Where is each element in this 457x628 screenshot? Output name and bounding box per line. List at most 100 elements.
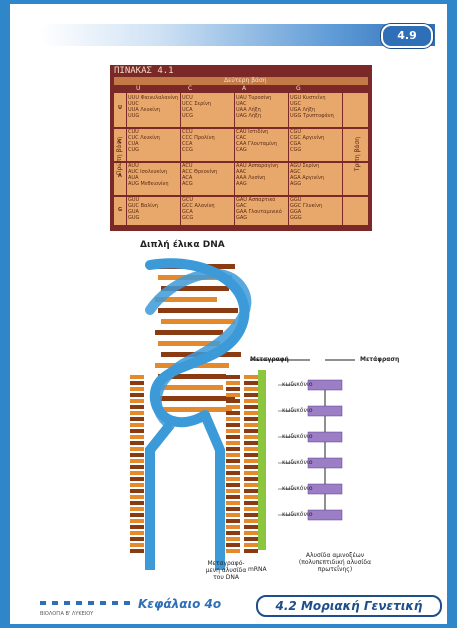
dna-base xyxy=(130,489,144,493)
row-base: A xyxy=(118,173,122,179)
mrna-base xyxy=(244,507,258,511)
helix-label: Διπλή έλικα DNA xyxy=(140,240,225,250)
mrna-base xyxy=(244,429,258,433)
mrna-base xyxy=(244,471,258,475)
dna-base xyxy=(130,453,144,457)
mrna-base xyxy=(244,423,258,427)
dna-base xyxy=(130,477,144,481)
dna-base xyxy=(226,537,240,541)
mrna-strand xyxy=(258,370,266,550)
helix-base-pair xyxy=(161,385,223,390)
mrna-base xyxy=(244,375,258,379)
codon-label: κωδικόνιο xyxy=(282,511,313,518)
helix-base-pair xyxy=(155,330,223,335)
col-header-u: U xyxy=(136,85,141,92)
dna-base xyxy=(130,429,144,433)
dna-base xyxy=(226,453,240,457)
mrna-base xyxy=(244,417,258,421)
amino-acid xyxy=(307,405,343,417)
dna-base xyxy=(130,483,144,487)
codon-cell: GCU GCC Αλανίνη GCA GCG xyxy=(182,197,215,221)
row-base: G xyxy=(118,207,123,213)
mrna-base xyxy=(244,501,258,505)
dna-base xyxy=(226,471,240,475)
mrna-label: mRNA xyxy=(248,566,267,573)
footer-dots xyxy=(40,601,130,605)
row-base: U xyxy=(118,105,123,111)
dna-base xyxy=(130,525,144,529)
col-header-g: G xyxy=(296,85,301,92)
codon-cell: CAU Ιστιδίνη CAC CAA Γλουταμίνη CAG xyxy=(236,129,277,153)
mrna-base xyxy=(244,531,258,535)
double-helix xyxy=(145,258,252,430)
mrna-base xyxy=(244,453,258,457)
codon-cell: UUU Φαινυλαλανίνη UUC UUA Λευκίνη UUG xyxy=(128,95,179,119)
mrna-base xyxy=(244,399,258,403)
dna-diagram xyxy=(130,258,355,570)
dna-base xyxy=(226,519,240,523)
dna-base xyxy=(226,429,240,433)
codon-cell: AAU Ασπαραγίνη AAC AAA Λυσίνη AAG xyxy=(236,163,279,187)
dna-base xyxy=(226,531,240,535)
dna-base xyxy=(130,399,144,403)
mrna-base xyxy=(244,495,258,499)
dna-base xyxy=(226,465,240,469)
mrna-base xyxy=(244,465,258,469)
codon-label: κωδικόνιο xyxy=(282,381,313,388)
helix-base-pair xyxy=(158,407,232,412)
side-right-label: Τρίτη βάση xyxy=(354,137,361,172)
table-body: Δεύτερη βάση U C A G Πρώτη βάση Τρίτη βά… xyxy=(114,77,368,225)
dna-base xyxy=(226,405,240,409)
codon-label: κωδικόνιο xyxy=(282,459,313,466)
helix-base-pair xyxy=(158,374,226,379)
mrna-base xyxy=(244,483,258,487)
dna-base xyxy=(130,411,144,415)
dna-base xyxy=(226,477,240,481)
codon-cell: AUU AUC Ισολευκίνη AUA AUG Μεθειονίνη xyxy=(128,163,169,187)
mrna-base xyxy=(244,459,258,463)
codon-cell: GAU Ασπαρτικό GAC GAA Γλουταμινικό GAG xyxy=(236,197,282,221)
codon-cell: CGU CGC Αργινίνη CGA CGG xyxy=(290,129,325,153)
translation-label: Μετάφραση xyxy=(360,356,400,363)
amino-acid xyxy=(307,431,343,443)
helix-base-pair xyxy=(161,319,235,324)
dna-base xyxy=(226,513,240,517)
mrna-base xyxy=(244,477,258,481)
dna-base xyxy=(130,537,144,541)
dna-base xyxy=(130,543,144,547)
dna-base xyxy=(130,387,144,391)
mrna-base xyxy=(244,435,258,439)
dna-base xyxy=(226,525,240,529)
helix-base-pair xyxy=(158,308,238,313)
mrna-base xyxy=(244,525,258,529)
amino-acid xyxy=(307,379,343,391)
dna-base xyxy=(130,447,144,451)
codon-cell: ACU ACC Θρεονίνη ACA ACG xyxy=(182,163,218,187)
footer-small-text: ΒΙΟΛΟΓΙΑ Β' ΛΥΚΕΙΟΥ xyxy=(40,611,94,617)
mrna-base xyxy=(244,387,258,391)
dna-strand-left xyxy=(145,421,174,570)
codon-cell: AGU Σερίνη AGC AGA Αργινίνη AGG xyxy=(290,163,324,187)
dna-base xyxy=(226,381,240,385)
dna-base xyxy=(226,447,240,451)
dna-template-strand xyxy=(200,413,225,570)
mrna-base xyxy=(244,543,258,547)
transcription-label: Μεταγραφή xyxy=(250,356,289,363)
helix-base-pair xyxy=(161,286,229,291)
mrna-base xyxy=(244,537,258,541)
codon-label: κωδικόνιο xyxy=(282,485,313,492)
dna-base xyxy=(226,411,240,415)
col-header-c: C xyxy=(188,85,193,92)
dna-template-label: Μεταγραφό- μενη αλυσίδα του DNA xyxy=(205,560,247,581)
dna-base xyxy=(130,501,144,505)
dna-base xyxy=(130,393,144,397)
helix-base-pair xyxy=(158,341,220,346)
dna-base xyxy=(130,417,144,421)
mrna-base xyxy=(244,441,258,445)
chapter-label: Κεφάλαιο 4ο xyxy=(138,597,222,611)
table-header: Δεύτερη βάση U C A G xyxy=(114,77,368,93)
codon-cell: GUU GUC Βαλίνη GUA GUG xyxy=(128,197,158,221)
dna-base xyxy=(226,495,240,499)
protein-label: Αλυσίδα αμινοξέων (πολυπεπτιδική αλυσίδα… xyxy=(298,552,372,573)
